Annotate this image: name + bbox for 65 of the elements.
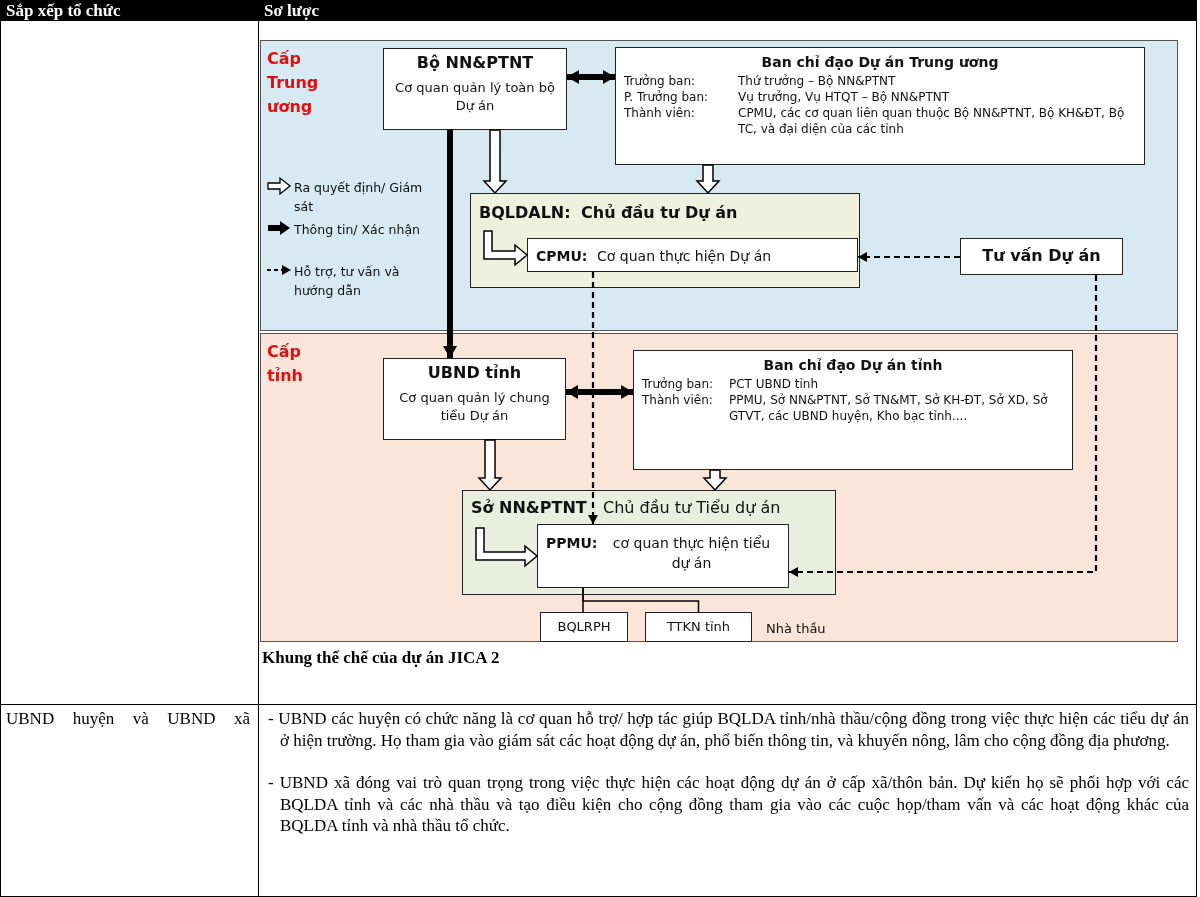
box-title: Chủ đầu tư Dự án — [581, 202, 738, 224]
role-label: Thành viên: — [624, 105, 695, 121]
committee-box — [615, 47, 1145, 165]
role-label: Trưởng ban: — [642, 376, 714, 392]
hollow-arrow — [482, 129, 508, 195]
connector-line — [582, 587, 700, 613]
hollow-arrow — [477, 439, 503, 492]
hollow-arrow — [695, 164, 721, 195]
arrow — [566, 385, 633, 399]
level-band — [260, 333, 1178, 642]
legend-text: Hỗ trợ, tư vấn và hướng dẫn — [294, 263, 401, 300]
role-label: Trưởng ban: — [624, 73, 696, 89]
organization-box — [537, 524, 789, 588]
box-title: PPMU: — [546, 534, 598, 553]
hollow-arrow — [475, 527, 539, 568]
contractor-text: Nhà thầu — [766, 621, 826, 636]
hollow-arrow — [702, 469, 728, 492]
legend-text: Ra quyết định/ Giám sát — [294, 179, 424, 216]
column-header: Sơ lược — [264, 0, 319, 21]
row-label: UBND huyện và UBND xã — [6, 708, 250, 730]
box-subtitle: Chủ đầu tư Tiểu dự án — [603, 497, 781, 519]
member-text: PPMU, Sở NN&PTNT, Sở TN&MT, Sở KH-ĐT, Sở XD, Sở GTVT, các UBND huyện, Kho bạc tỉnh.... — [729, 392, 1049, 424]
arrow — [567, 70, 615, 84]
group-box — [470, 193, 860, 288]
level-band — [260, 40, 1178, 331]
box-subtitle: Cơ quan thực hiện Dự án — [597, 247, 772, 266]
hollow-arrow — [483, 230, 529, 267]
organization-box — [540, 612, 628, 642]
box-subtitle: cơ quan thực hiện tiểu dự án — [611, 534, 772, 573]
box-title: Tư vấn Dự án — [981, 246, 1102, 266]
paragraph: - UBND các huyện có chức năng là cơ quan hỗ trợ/ hợp tác giúp BQLDA tỉnh/nhà thầu/cộng đồng trong việc thực hiện các tiểu dự án ở hiện trường. Họ tham gia vào giám sát các hoạt động dự án, phổ biến thông tin, và khuyến nông, lâm cho cộng đồng địa phương. — [267, 708, 1189, 751]
paragraph: - UBND xã đóng vai trò quan trọng trong việc thực hiện các hoạt động dự án ở cấp xã/thôn bản. Dự kiến họ sẽ phối hợp với các BQLDA tỉnh và các nhà thầu và tạo điều kiện cho cộng đồng tham gia vào các cuộc họp/tham vấn và các hoạt động khác của BQLDA tỉnh và nhà thầu tổ chức. — [267, 772, 1189, 837]
organization-box — [383, 48, 567, 130]
role-label: Thành viên: — [642, 392, 713, 408]
committee-title: Ban chỉ đạo Dự án Trung ương — [760, 54, 1000, 70]
box-title: BQLRPH — [556, 618, 612, 634]
dashed-arrow — [858, 252, 960, 262]
box-title: BQLDALN: — [479, 202, 571, 224]
role-label: P. Trưởng ban: — [624, 89, 709, 105]
member-text: Vụ trưởng, Vụ HTQT – Bộ NN&PTNT — [738, 89, 951, 105]
figure-caption: Khung thể chế của dự án JICA 2 — [262, 648, 500, 668]
box-title: Sở NN&PTNT — [471, 497, 587, 519]
member-text: PCT UBND tỉnh — [729, 376, 820, 392]
box-title: CPMU: — [536, 247, 588, 266]
arrow — [443, 130, 457, 358]
box-title: UBND tỉnh — [426, 363, 523, 382]
level-heading: Cấp Trung ương — [267, 48, 320, 118]
organization-box — [383, 358, 566, 440]
legend-text: Thông tin/ Xác nhận — [294, 221, 421, 239]
committee-title: Ban chỉ đạo Dự án tỉnh — [762, 357, 944, 373]
box-title: Bộ NN&PTNT — [415, 53, 535, 72]
group-box — [462, 490, 836, 595]
box-title: TTKN tỉnh — [665, 618, 732, 634]
level-heading: Cấp tỉnh — [267, 341, 304, 387]
organization-box — [960, 238, 1123, 275]
dashed-arrow — [588, 272, 598, 524]
box-subtitle: Cơ quan quản lý toàn bộ Dự án — [394, 79, 556, 115]
committee-box — [633, 350, 1073, 470]
member-text: CPMU, các cơ quan liên quan thuộc Bộ NN&PTNT, Bộ KH&ĐT, Bộ TC, và đại diện của các tỉnh — [738, 105, 1126, 137]
column-header: Sắp xếp tổ chức — [6, 0, 121, 21]
box-subtitle: Cơ quan quản lý chung tiểu Dự án — [398, 389, 551, 425]
organization-box — [645, 612, 752, 642]
dashed-arrow — [789, 275, 1098, 577]
organization-box — [527, 238, 858, 272]
member-text: Thứ trưởng – Bộ NN&PTNT — [738, 73, 897, 89]
